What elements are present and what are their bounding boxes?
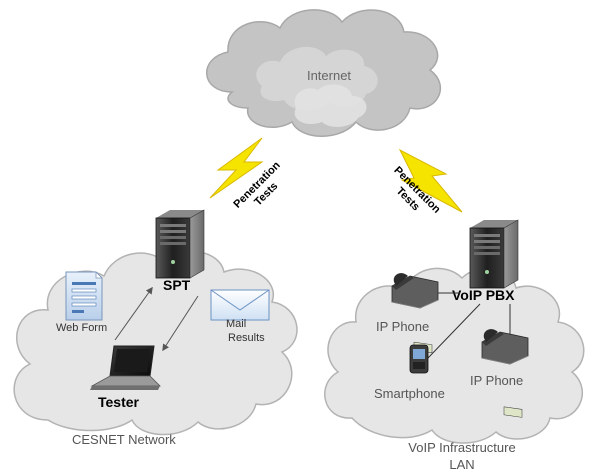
laptop-icon: [90, 345, 161, 390]
server-tower-icon: [155, 209, 205, 279]
desk-ip-phone-icon: [481, 329, 529, 418]
lightning-bolt-icon: [209, 137, 264, 199]
web-form-document-icon: [65, 271, 103, 321]
smartphone-label: Smartphone: [374, 386, 445, 401]
voip-lan-label-line2: LAN: [449, 457, 474, 472]
mail-results-line1: Mail: [226, 318, 246, 330]
smartphone-icon: [409, 344, 429, 374]
arrow-tester-to-spt: [114, 286, 153, 341]
link-pbx-to-smartphone: [427, 303, 481, 359]
arrow-spt-to-tester: [162, 295, 199, 352]
envelope-icon: [210, 289, 270, 321]
lightning-bolt-icon: [398, 148, 463, 213]
cesnet-network-label: CESNET Network: [72, 432, 176, 447]
voip-lan-label-line1: VoIP Infrastructure: [408, 440, 515, 455]
server-tower-icon: [469, 219, 519, 289]
internet-label: Internet: [307, 68, 351, 83]
mail-results-line2: Results: [228, 332, 265, 344]
internet-cloud: Internet: [206, 9, 442, 137]
spt-label: SPT: [163, 277, 191, 293]
tester-label: Tester: [98, 394, 140, 410]
web-form-label: Web Form: [56, 322, 107, 334]
voip-lan-cloud: [324, 267, 585, 444]
voip-pbx-label: VoIP PBX: [452, 287, 515, 303]
ip-phone-right-label: IP Phone: [470, 373, 523, 388]
ip-phone-left-label: IP Phone: [376, 319, 429, 334]
